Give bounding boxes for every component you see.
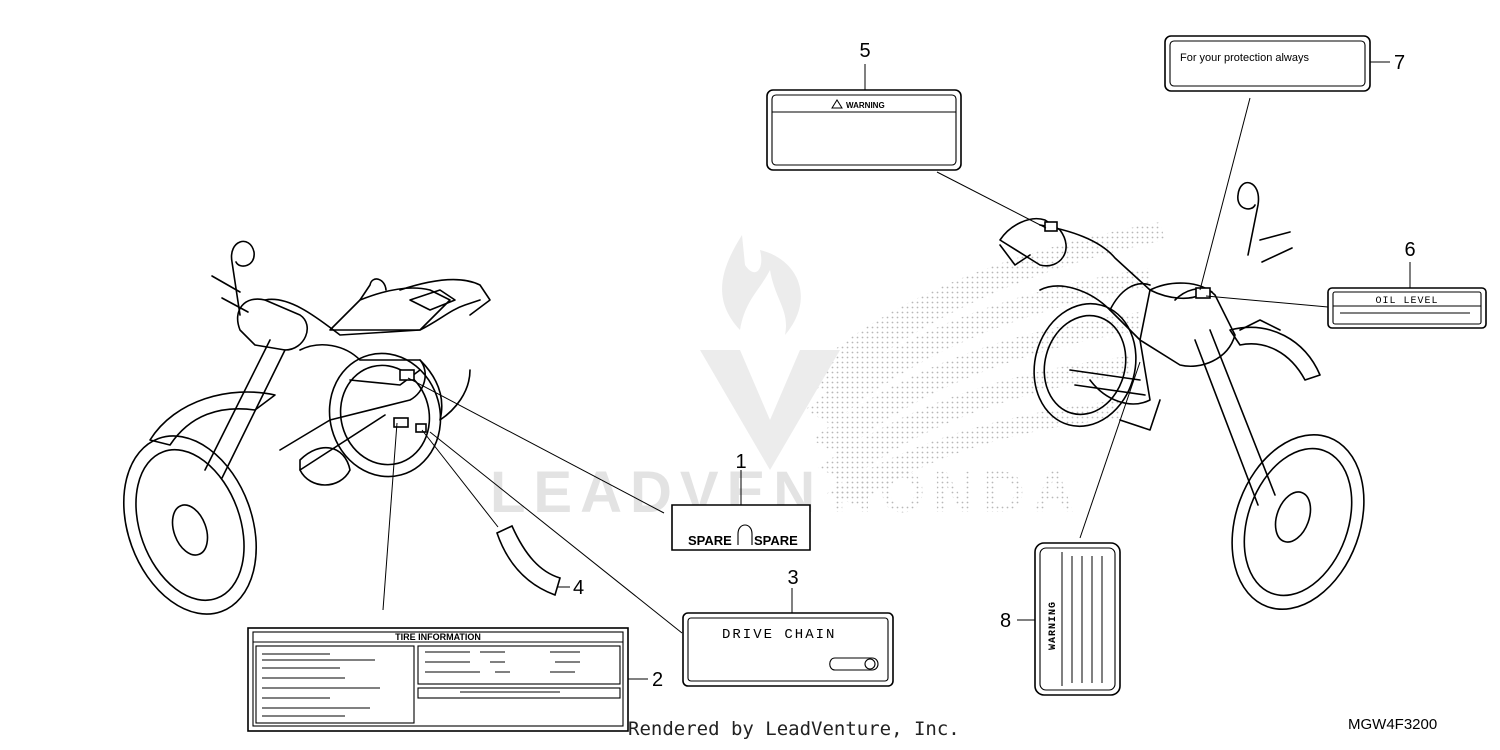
left-bike-sticker-1: [399, 369, 415, 381]
rendered-by-credit: Rendered by LeadVenture, Inc.: [628, 718, 960, 740]
part-8-warning-vertical-label: WARNING 8: [1000, 542, 1121, 696]
leader-lines: [382, 97, 1329, 634]
drive-chain-text: DRIVE CHAIN: [722, 627, 836, 643]
callout-1: 1: [735, 451, 746, 473]
callout-2: 2: [652, 669, 663, 691]
part-3-drive-chain-label: DRIVE CHAIN 3: [682, 567, 894, 687]
left-bike-sticker-2: [393, 417, 409, 428]
callout-4: 4: [573, 577, 584, 599]
honda-wing-watermark: HONDA: [800, 222, 1165, 525]
callout-7: 7: [1394, 52, 1405, 74]
warning-side-text: WARNING: [1048, 601, 1059, 650]
callout-5: 5: [859, 40, 870, 62]
part-4-curved-decal: 4: [496, 524, 584, 599]
right-bike-sticker-2: [1044, 221, 1058, 232]
part-5-warning-label: WARNING 5: [766, 40, 962, 171]
callout-6: 6: [1404, 239, 1415, 261]
spare-left-text: SPARE: [688, 533, 732, 548]
honda-watermark-text: HONDA: [830, 460, 1083, 525]
right-bike-sticker-1: [1195, 287, 1211, 299]
part-7-protection-label: For your protection always 7: [1164, 35, 1405, 92]
part-6-oil-level-label: OIL LEVEL 6: [1327, 239, 1487, 329]
leadventure-watermark: LEADVEN: [490, 235, 840, 525]
oil-level-text: OIL LEVEL: [1375, 296, 1438, 307]
part-2-tire-information-label: TIRE INFORMATION 2: [247, 627, 663, 732]
left-motorcycle-illustration: [122, 240, 491, 615]
tire-information-title: TIRE INFORMATION: [395, 632, 481, 642]
part-1-spare-label: SPARE SPARE 1: [671, 451, 811, 551]
warning-top-text: WARNING: [846, 101, 885, 110]
left-bike-sticker-3: [415, 423, 427, 433]
right-motorcycle-illustration: [999, 181, 1365, 610]
callout-8: 8: [1000, 610, 1011, 632]
callout-3: 3: [787, 567, 798, 589]
spare-right-text: SPARE: [754, 533, 798, 548]
diagram-code: MGW4F3200: [1348, 716, 1438, 733]
protection-text: For your protection always: [1180, 52, 1309, 64]
